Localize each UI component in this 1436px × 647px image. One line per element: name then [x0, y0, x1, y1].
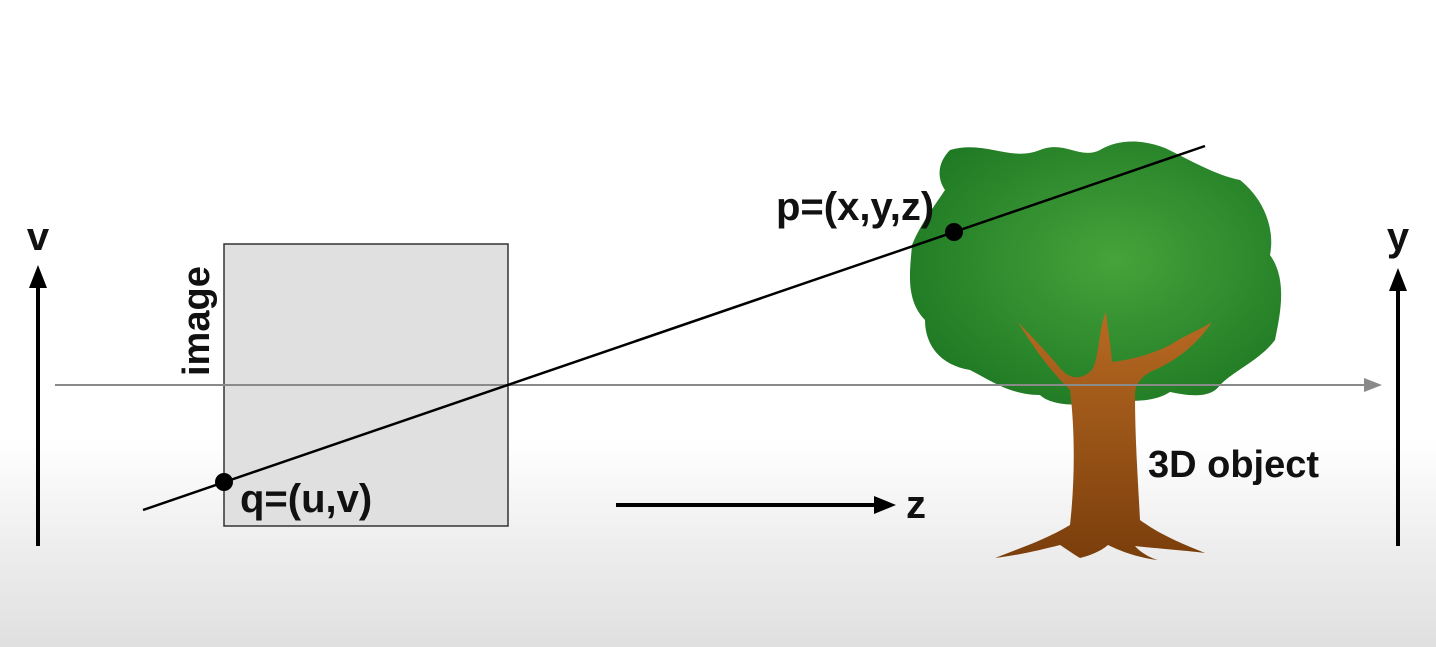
object-label: 3D object: [1148, 444, 1319, 486]
y-axis-arrowhead: [1389, 268, 1407, 291]
projection-ray: [142, 144, 1206, 512]
point-q-dot: [215, 473, 233, 491]
tree-trunk: [995, 312, 1212, 560]
point-p-label: p=(x,y,z): [776, 185, 934, 229]
optical-axis-arrowhead: [1364, 378, 1382, 392]
v-axis-arrowhead: [29, 265, 47, 288]
z-axis-label: z: [906, 483, 926, 527]
image-plane-label: image: [176, 266, 218, 376]
tree: [909, 141, 1282, 560]
point-q-label: q=(u,v): [240, 477, 372, 521]
z-axis-arrowhead: [874, 496, 896, 514]
point-p-dot: [945, 223, 963, 241]
v-axis-label: v: [27, 215, 50, 259]
y-axis-label: y: [1387, 215, 1410, 259]
